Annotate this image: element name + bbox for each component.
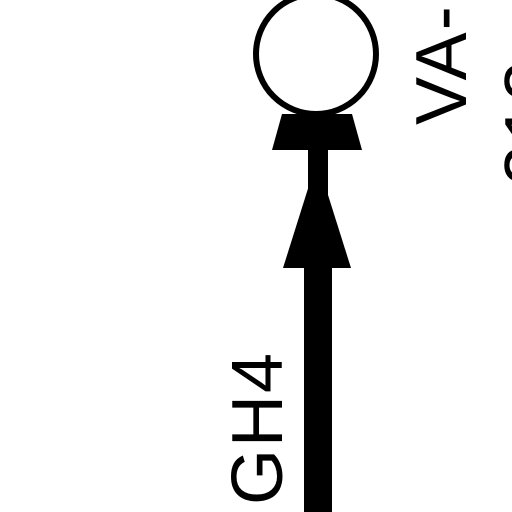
terminal-seat (272, 114, 362, 150)
line-shaft (304, 262, 332, 512)
node-label: VA- (402, 4, 482, 125)
node-sub-label: 313 (491, 59, 512, 185)
line-label: GH4 (218, 351, 298, 505)
terminal-circle-icon (253, 0, 379, 117)
flow-arrow-icon (283, 160, 351, 268)
